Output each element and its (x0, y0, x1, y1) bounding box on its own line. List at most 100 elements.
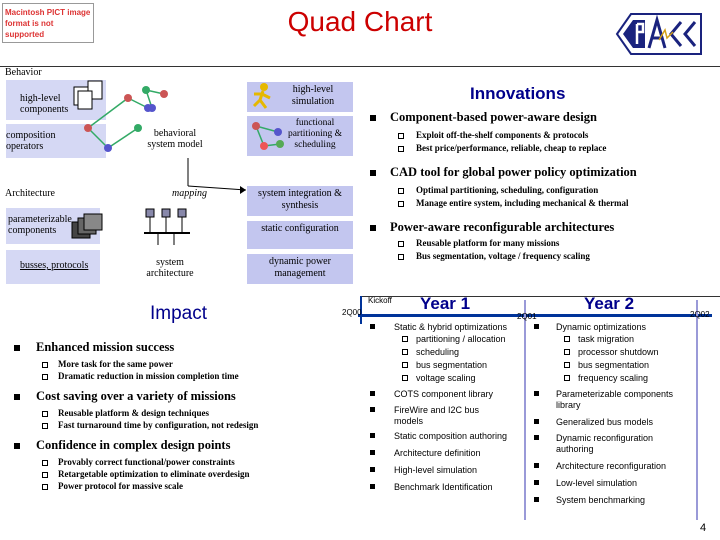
hollow-bullet-icon (398, 133, 404, 139)
tick-2q02: 2Q02 (690, 310, 710, 319)
schedule-item: Generalized bus models (534, 417, 694, 433)
schedule-sub: voltage scaling (402, 373, 522, 389)
innovation-sub-text: Exploit off-the-shelf components & proto… (416, 130, 589, 140)
hollow-bullet-icon (398, 201, 404, 207)
impact-sub: More task for the same power (42, 359, 354, 371)
schedule-item: COTS component library (370, 389, 522, 405)
schedule-sub-text: voltage scaling (416, 373, 476, 383)
schedule-sub-text: partitioning / allocation (416, 334, 506, 344)
schedule-item: High-level simulation (370, 465, 522, 482)
hollow-bullet-icon (564, 349, 570, 355)
bullet-icon (14, 345, 20, 351)
schedule-item-text: Benchmark Identification (394, 482, 493, 492)
impact-sub-text: Power protocol for massive scale (58, 481, 183, 491)
schedule-item: FireWire and I2C bus models (370, 405, 522, 431)
schedule-sub-text: task migration (578, 334, 635, 344)
schedule-item-text: Generalized bus models (556, 417, 654, 427)
timeline-tick-start (360, 296, 362, 324)
innovation-item: Power-aware reconfigurable architectures (370, 220, 715, 238)
bullet-icon (370, 115, 376, 121)
schedule-sub-text: bus segmentation (416, 360, 488, 370)
innovation-sub-text: Manage entire system, including mechanic… (416, 198, 629, 208)
hollow-bullet-icon (42, 374, 48, 380)
schedule-item: Dynamic reconfiguration authoring (534, 433, 694, 461)
schedule-item-text: Architecture reconfiguration (556, 461, 667, 471)
hollow-bullet-icon (564, 362, 570, 368)
behavioral-system-model-label: behavioral system model (147, 128, 203, 150)
impact-list: Enhanced mission success More task for t… (14, 340, 354, 493)
schedule-item-text: Dynamic reconfiguration authoring (556, 433, 654, 454)
schedule-sub: partitioning / allocation (402, 334, 522, 347)
schedule-item: Architecture definition (370, 448, 522, 465)
dynamic-power-management-box: dynamic power management (247, 254, 353, 284)
bullet-icon (534, 497, 539, 502)
hollow-bullet-icon (402, 349, 408, 355)
bullet-icon (534, 463, 539, 468)
hollow-bullet-icon (42, 472, 48, 478)
bullet-icon (370, 407, 375, 412)
year1-list: Static & hybrid optimizations partitioni… (370, 322, 522, 499)
system-integration-label: system integration & synthesis (258, 188, 342, 211)
innovations-list: Component-based power-aware design Explo… (370, 110, 715, 264)
tick-2q00: 2Q00 (342, 308, 362, 317)
component-stack-icon (71, 213, 103, 239)
impact-text: Confidence in complex design points (36, 438, 231, 452)
impact-sub: Provably correct functional/power constr… (42, 457, 354, 469)
bullet-icon (370, 170, 376, 176)
schedule-item-text: High-level simulation (394, 465, 478, 475)
innovation-sub: Best price/performance, reliable, cheap … (398, 143, 715, 165)
dynamic-power-management-label: dynamic power management (269, 256, 331, 279)
innovation-sub-text: Optimal partitioning, scheduling, config… (416, 185, 599, 195)
composition-operators-label: composition operators (6, 130, 56, 152)
schedule-sub-text: frequency scaling (578, 373, 649, 383)
schedule-item: System benchmarking (534, 495, 694, 512)
schedule-sub: task migration (564, 334, 694, 347)
innovation-text: Component-based power-aware design (390, 110, 597, 124)
schedule-item-text: Static composition authoring (394, 431, 508, 441)
architecture-label: Architecture (5, 188, 55, 199)
bullet-icon (534, 324, 539, 329)
behavior-graph-icon (84, 94, 152, 152)
running-figure-icon (252, 83, 271, 109)
year1-title: Year 1 (420, 294, 471, 313)
innovation-sub-text: Reusable platform for many missions (416, 238, 560, 248)
schedule-sub-text: scheduling (416, 347, 460, 357)
impact-sub-text: More task for the same power (58, 359, 173, 369)
schedule-item: Parameterizable components library (534, 389, 694, 417)
schedule-item-text: FireWire and I2C bus models (394, 405, 480, 426)
bullet-icon (370, 391, 375, 396)
schedule-sub-text: processor shutdown (578, 347, 659, 357)
innovation-sub-text: Bus segmentation, voltage / frequency sc… (416, 251, 590, 261)
partition-graph-icon (252, 122, 284, 150)
page-number: 4 (700, 522, 707, 534)
schedule-item: Benchmark Identification (370, 482, 522, 499)
schedule-item: Low-level simulation (534, 478, 694, 495)
pacc-logo (615, 13, 702, 55)
bullet-icon (370, 484, 375, 489)
schedule-item: Architecture reconfiguration (534, 461, 694, 478)
innovation-sub: Exploit off-the-shelf components & proto… (398, 130, 715, 143)
hollow-bullet-icon (42, 484, 48, 490)
hollow-bullet-icon (42, 423, 48, 429)
document-stack-icon (73, 80, 103, 110)
hollow-bullet-icon (42, 411, 48, 417)
parameterizable-components-label: parameterizable components (8, 214, 72, 236)
bullet-icon (370, 467, 375, 472)
busses-panel (6, 250, 100, 284)
impact-sub-text: Reusable platform & design techniques (58, 408, 210, 418)
bullet-icon (534, 419, 539, 424)
schedule-item-text: Architecture definition (394, 448, 481, 458)
schedule-sub: bus segmentation (402, 360, 522, 373)
quadrant-divider (362, 296, 720, 297)
innovation-item: CAD tool for global power policy optimiz… (370, 165, 715, 185)
hollow-bullet-icon (402, 375, 408, 381)
hollow-bullet-icon (398, 241, 404, 247)
system-architecture-label: system architecture (146, 257, 194, 279)
hollow-bullet-icon (402, 336, 408, 342)
timeline-bar (358, 314, 712, 317)
schedule-item-text: Low-level simulation (556, 478, 638, 488)
timeline-end (696, 300, 698, 520)
mapping-label: mapping (172, 188, 207, 199)
timeline-divider (524, 300, 526, 520)
schedule-item: Dynamic optimizations (534, 322, 694, 334)
